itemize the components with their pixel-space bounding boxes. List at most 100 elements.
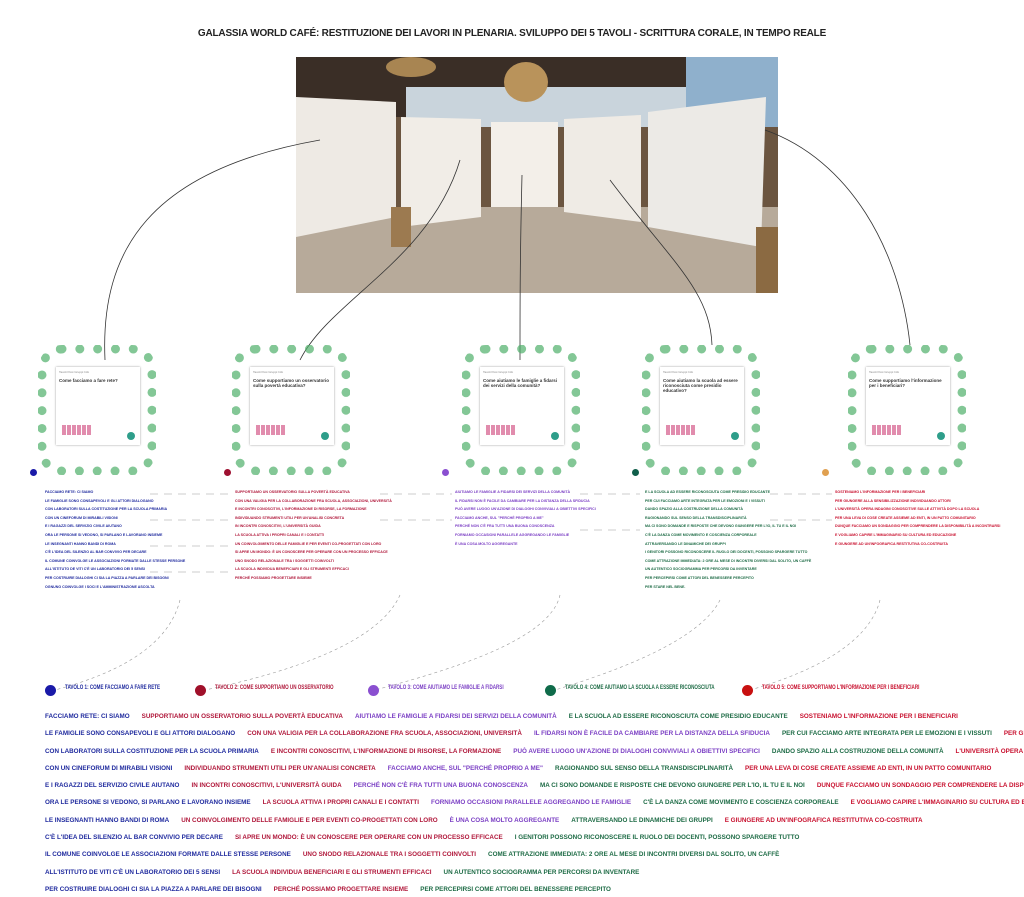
- phrase-segment: Ora le persone si vedono, si parlano e l…: [45, 799, 251, 807]
- column-phrase: Supportiamo un osservatorio sulla povert…: [235, 490, 350, 494]
- column-phrase: C'è l'idea del silenzio al bar convivio …: [45, 550, 147, 555]
- text-line: Per costruire dialoghi ci sia la piazza …: [45, 881, 1024, 897]
- phrase-segment: Le insegnanti hanno bandi di Roma: [45, 816, 170, 824]
- column-phrase: Le famiglie sono consapevoli e gli attor…: [45, 498, 154, 503]
- tavolo-dot-2: [224, 469, 231, 476]
- column-phrase: Come attrazione immediata: 2 ore al mese…: [645, 558, 812, 563]
- chart-bars: [62, 425, 92, 435]
- column-phrase: Si apre un mondo: è un conoscere per ope…: [235, 550, 388, 555]
- column-phrase: Con laboratori sulla costituzione per la…: [45, 507, 168, 512]
- text-line: Ora le persone si vedono, si parlano e l…: [45, 794, 1024, 811]
- text-line: Le insegnanti hanno bandi di Roma Un coin…: [45, 812, 1024, 829]
- column-phrase: Dando spazio alla costruzione della comu…: [645, 507, 743, 512]
- column-phrase: Ragionando sul senso della transdiscipli…: [645, 515, 747, 520]
- phrase-segment: Si apre un mondo: è un conoscere per ope…: [234, 834, 503, 842]
- column-phrase: C'è la danza come movimento e coscienza …: [645, 532, 757, 537]
- card-menu: Tavoli Post Gruppi Info: [483, 370, 514, 374]
- text-line: E i ragazzi del servizio civile aiutanoI…: [45, 777, 1024, 794]
- column-phrase: Un coinvolgimento delle famiglie e per e…: [235, 541, 382, 546]
- card-question: Come supportiamo l'informazione per i be…: [869, 378, 942, 388]
- phrase-segment: Perché possiamo progettare insieme: [273, 885, 409, 893]
- phrase-segment: Dunque facciamo un sondaggio per compren…: [816, 782, 1024, 790]
- text-line: C'è l'idea del silenzio al bar convivio …: [45, 829, 1024, 846]
- column-phrase: E vogliamo capire l'immaginario su cultu…: [835, 532, 957, 537]
- phrase-segment: Perché non c'è fra tutti una buona conos…: [353, 782, 528, 790]
- column-phrase: Aiutiamo le famiglie a fidarsi dei servi…: [455, 490, 571, 494]
- phrase-segment: Un autentico sociogramma per percorsi da…: [443, 868, 640, 876]
- phrase-segment: Con un cineforum di mirabili visioni: [45, 764, 173, 772]
- phrase-segment: Come attrazione immediata: 2 ore al mese…: [488, 851, 780, 859]
- card-menu: Tavoli Post Gruppi Info: [869, 370, 900, 374]
- legend-label-4: Tavolo 4: come aiutiamo la scuola a esse…: [565, 684, 715, 691]
- phrase-segment: Facciamo rete: ci siamo: [45, 713, 130, 720]
- phrase-segment: E giungere ad un'infografica restitutiva…: [724, 816, 923, 824]
- phrase-segment: Il fidarsi non è facile da cambiare per …: [533, 730, 770, 738]
- phrase-segment: C'è la danza come movimento e coscienza …: [643, 799, 839, 807]
- phrase-segment: Facciamo anche, sul "perché proprio a me…: [387, 764, 543, 772]
- card-question: Come aiutiamo le famiglie a fidarsi dei …: [483, 378, 558, 388]
- column-phrase: E incontri conoscitivi, l'informazione d…: [235, 507, 367, 512]
- phrase-segment: Forniamo occasioni parallele aggregando …: [430, 799, 632, 807]
- column-phrase: E giungere ad un'infografica restitutiva…: [835, 541, 948, 546]
- column-phrase: Le insegnanti hanno bandi di Roma: [45, 541, 116, 546]
- phrase-segment: E incontri conoscitivi, l'informazione d…: [270, 747, 502, 755]
- decorative-frame: [848, 345, 966, 475]
- world-cafe-photo: [296, 57, 778, 293]
- phrase-column-2: Supportiamo un osservatorio sulla povert…: [235, 488, 392, 583]
- column-phrase: Il comune coinvolge le associazioni form…: [45, 558, 186, 563]
- phrase-segment: I genitori possono riconoscere il ruolo …: [514, 834, 800, 842]
- column-phrase: Per giungere alla sensibilizzazione indi…: [835, 498, 951, 503]
- phrase-segment: E i ragazzi del servizio civile aiutano: [45, 782, 180, 790]
- phrase-segment: Con una valigia per la collaborazione fr…: [247, 730, 522, 738]
- column-phrase: In incontri conoscitivi, l'università gu…: [235, 524, 321, 529]
- phrase-segment: La scuola individua beneficiari e gli st…: [232, 868, 432, 876]
- column-phrase: Il fidarsi non è facile da cambiare per …: [455, 498, 590, 503]
- phrase-segment: Per una leva di cose create assieme ad e…: [745, 764, 992, 772]
- column-phrase: Ora le persone si vedono, si parlano e l…: [45, 532, 163, 537]
- chorus-text-lines: Facciamo rete: ci siamo Supportiamo un os…: [45, 708, 1024, 897]
- card-badge-icon: [321, 432, 329, 440]
- column-phrase: Per una leva di cose create assieme ad e…: [835, 515, 976, 520]
- column-phrase: All'istituto De Viti c'è un laboratorio …: [45, 567, 145, 572]
- phrase-segment: Attraversando le dinamiche dei gruppi: [571, 816, 713, 824]
- column-phrase: Ognuno coinvolge i soci e l'amministrazi…: [45, 584, 155, 589]
- column-phrase: L'università opera indagini conoscitive …: [835, 507, 980, 512]
- text-line: Facciamo rete: ci siamo Supportiamo un os…: [45, 708, 1024, 725]
- column-phrase: Ma ci sono domande e risposte che devono…: [645, 524, 797, 529]
- phrase-segment: Le famiglie sono consapevoli e gli attor…: [45, 730, 236, 738]
- column-phrase: Per stare nel bene.: [645, 584, 686, 589]
- column-phrase: I genitori possono riconoscere il ruolo …: [645, 550, 808, 555]
- chart-bars: [486, 425, 516, 435]
- phrase-segment: Per cui facciamo arte integrata per le e…: [781, 730, 992, 738]
- column-phrase: Forniamo occasioni parallele aggregando …: [455, 532, 570, 537]
- column-phrase: E i ragazzi del servizio civile aiutano: [45, 524, 122, 529]
- text-line: Il comune coinvolge le associazioni form…: [45, 846, 1024, 863]
- column-phrase: Dunque facciamo un sondaggio per compren…: [835, 524, 1001, 529]
- column-phrase: È una cosa molto aggregante: [455, 541, 518, 546]
- legend-label-1: Tavolo 1: come facciamo a fare rete: [65, 684, 161, 691]
- card-badge-icon: [731, 432, 739, 440]
- decorative-frame: [642, 345, 760, 475]
- column-phrase: La scuola individua beneficiari e gli st…: [235, 567, 349, 572]
- column-phrase: Facciamo anche, sul "perché proprio a me…: [455, 515, 544, 520]
- phrase-segment: È una cosa molto aggregante: [449, 816, 560, 824]
- column-phrase: Attraversando le dinamiche dei gruppi: [645, 541, 726, 546]
- phrase-segment: Supportiamo un osservatorio sulla povert…: [141, 713, 343, 720]
- phrase-segment: Dando spazio alla costruzione della comu…: [771, 747, 944, 755]
- card-question: Come facciamo a fare rete?: [59, 378, 118, 383]
- phrase-column-5: Sosteniamo l'informazione per i benefici…: [835, 488, 1000, 548]
- phrase-segment: Un coinvolgimento delle famiglie e per e…: [181, 816, 438, 824]
- legend-label-5: Tavolo 5: come supportiamo l'informazion…: [762, 684, 920, 691]
- card-badge-icon: [127, 432, 135, 440]
- phrase-column-4: E la scuola ad essere riconosciuta come …: [645, 488, 811, 591]
- legend-dot-2: [195, 685, 206, 696]
- phrase-segment: Ragionando sul senso della transdiscipli…: [554, 764, 734, 772]
